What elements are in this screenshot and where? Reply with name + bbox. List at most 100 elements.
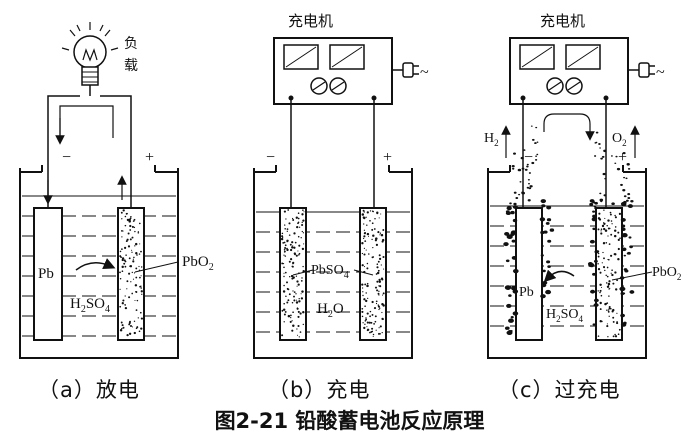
gas-bubble: [505, 210, 510, 214]
texture-dot: [371, 330, 374, 333]
gas-bubble: [592, 214, 597, 218]
texture-dot: [286, 301, 289, 304]
texture-dot: [126, 280, 129, 283]
gas-bubble: [546, 205, 552, 210]
gas-bubble: [625, 177, 628, 180]
gas-bubble: [510, 316, 514, 319]
texture-dot: [382, 304, 385, 307]
texture-dot: [377, 231, 380, 234]
texture-dot: [134, 242, 138, 246]
texture-dot: [139, 311, 142, 314]
texture-dot: [295, 254, 298, 257]
o2-label-c: O2: [612, 131, 627, 148]
texture-dot: [139, 276, 141, 279]
texture-dot: [607, 311, 610, 313]
texture-dot: [361, 307, 364, 310]
texture-dot: [295, 216, 298, 219]
texture-dot: [131, 249, 133, 251]
plus-sign-a: +: [145, 149, 154, 166]
texture-dot: [376, 266, 379, 269]
container-c: [487, 168, 647, 359]
texture-dot: [605, 282, 608, 284]
texture-dot: [296, 334, 299, 336]
texture-dot: [371, 238, 373, 241]
texture-dot: [605, 302, 607, 305]
h2so4-so-a: SO: [86, 296, 105, 312]
texture-dot: [291, 241, 294, 244]
texture-dot: [612, 316, 615, 319]
texture-dot: [292, 290, 294, 292]
gas-bubble: [623, 203, 626, 205]
pb-electrode-c: [515, 207, 543, 341]
texture-dot: [294, 241, 297, 244]
texture-dot: [614, 333, 616, 336]
texture-dot: [130, 215, 132, 218]
texture-dot: [362, 237, 365, 240]
texture-dot: [361, 252, 364, 255]
texture-dot: [378, 217, 380, 219]
texture-dot: [611, 269, 613, 272]
pbso4-texture-b: [280, 209, 385, 338]
pbo2-label-a: PbO2: [182, 254, 214, 273]
gas-bubble: [504, 285, 512, 290]
texture-dot: [378, 254, 381, 257]
texture-dot: [373, 307, 377, 310]
gas-bubble: [508, 294, 512, 297]
texture-dot: [376, 289, 379, 292]
texture-dot: [372, 333, 375, 336]
texture-dot: [133, 272, 136, 274]
texture-dot: [379, 325, 382, 328]
gas-bubble: [536, 153, 539, 156]
gas-bubble: [534, 159, 538, 161]
charger-icon-b: [273, 37, 393, 105]
gas-bubble: [620, 322, 627, 327]
h2so4-label-a: H2SO4: [70, 296, 110, 315]
texture-dot: [293, 295, 295, 298]
texture-dot: [281, 310, 283, 312]
gas-bubble: [627, 196, 631, 200]
texture-dot: [603, 222, 606, 225]
texture-dot: [614, 335, 618, 338]
texture-dot: [140, 285, 142, 287]
gas-bubble: [540, 254, 544, 257]
texture-dot: [140, 250, 142, 253]
texture-dot: [300, 297, 304, 300]
texture-dot: [131, 292, 134, 295]
charger-label-c: 充电机: [540, 12, 585, 30]
texture-dot: [129, 229, 132, 231]
gas-bubble: [509, 202, 512, 205]
wire-a-left: [47, 95, 80, 208]
current-loop-c: [543, 113, 595, 141]
texture-dot: [280, 237, 284, 241]
texture-dot: [285, 218, 287, 220]
texture-dot: [599, 308, 602, 311]
gas-bubble: [535, 126, 538, 129]
texture-dot: [361, 283, 364, 286]
h2so4-h-c: H: [546, 307, 556, 322]
gas-bubble: [513, 202, 517, 206]
gas-bubble: [523, 149, 526, 151]
texture-dot: [607, 258, 609, 261]
texture-dot: [128, 272, 131, 275]
texture-dot: [121, 327, 123, 330]
texture-dot: [378, 290, 380, 292]
texture-dot: [377, 292, 380, 295]
texture-dot: [363, 326, 366, 330]
texture-dot: [281, 334, 284, 337]
texture-dot: [119, 328, 123, 332]
texture-dot: [134, 230, 136, 233]
texture-dot: [283, 302, 285, 305]
h2o-label-b: H2O: [317, 301, 344, 320]
gas-bubble: [540, 199, 546, 204]
texture-dot: [382, 318, 384, 320]
gas-bubble: [536, 141, 539, 143]
gas-bubble: [535, 155, 538, 157]
texture-dot: [291, 302, 294, 304]
texture-dot: [600, 228, 603, 230]
texture-dot: [121, 218, 123, 220]
texture-dot: [368, 321, 371, 324]
texture-dot: [376, 212, 379, 215]
plug-tilde-c: ~: [656, 64, 665, 81]
texture-dot: [285, 295, 287, 298]
gas-bubble: [594, 207, 598, 210]
